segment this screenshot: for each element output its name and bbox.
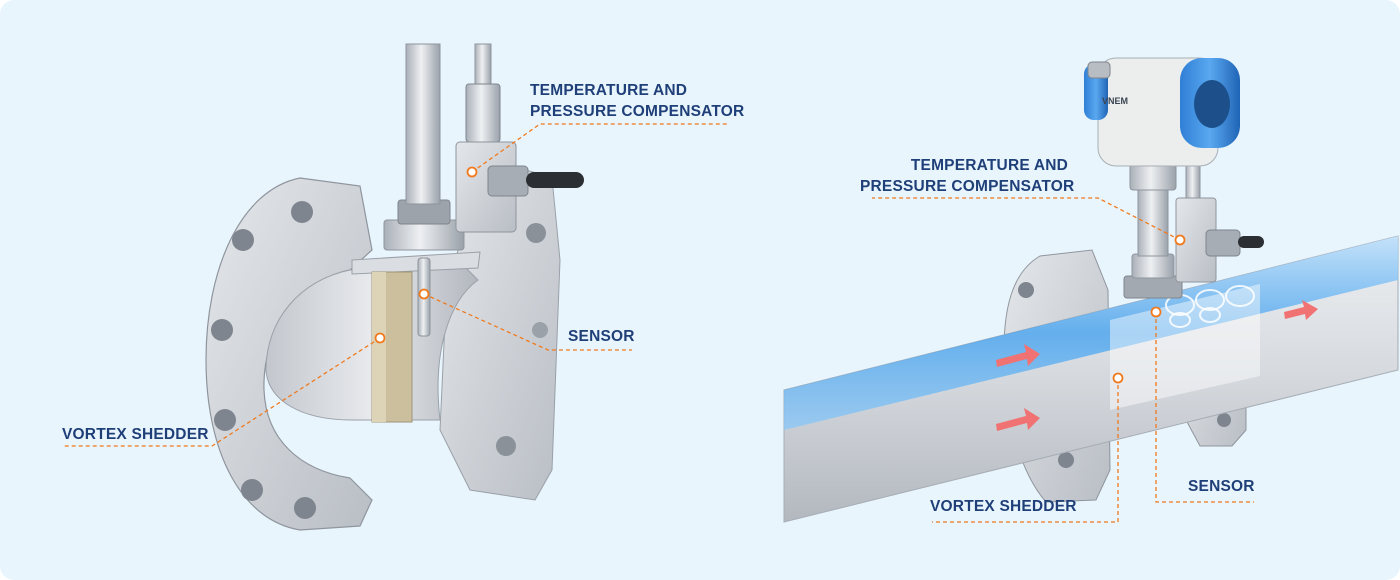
flow-arrow xyxy=(1284,300,1318,320)
left-rear-flange-bolt-hole xyxy=(496,436,516,456)
right-shedder-leader xyxy=(932,378,1119,523)
right-water-flow xyxy=(784,236,1398,430)
left-flange-bolt-hole xyxy=(214,409,236,431)
left-compensator-fitting xyxy=(465,83,501,143)
left-flange-bolt-hole xyxy=(211,319,233,341)
left-compensator-label-line-1: TEMPERATURE AND xyxy=(530,82,688,99)
right-compensator-leader xyxy=(872,197,1181,241)
right-compensator-marker xyxy=(1174,234,1186,246)
left-sensor-leader xyxy=(423,293,632,351)
right-rear-flange-bolt-hole xyxy=(1018,282,1034,298)
right-sensor-marker xyxy=(1150,306,1162,318)
left-compensator-tube xyxy=(474,43,492,85)
left-vortex-shedder-label: VORTEX SHEDDER xyxy=(62,426,209,443)
left-flange-bolt-hole xyxy=(232,229,254,251)
flow-arrow xyxy=(996,408,1040,431)
left-leader-lines xyxy=(64,123,728,447)
left-sensor-label: SENSOR xyxy=(568,328,635,345)
left-compensator-label: TEMPERATURE AND PRESSURE COMPENSATOR xyxy=(530,80,744,122)
left-vortex-shedder-highlight xyxy=(372,272,386,422)
left-rear-flange-bolt-hole xyxy=(526,223,546,243)
right-neck-base xyxy=(1131,253,1175,279)
right-compensator-label-line-2: PRESSURE COMPENSATOR xyxy=(860,178,1075,195)
left-cutaway-meter xyxy=(205,43,584,531)
right-compensator-handle xyxy=(1238,236,1264,248)
left-shedder-marker xyxy=(374,332,386,344)
left-flange-bolt-hole xyxy=(241,479,263,501)
right-leader-markers xyxy=(1112,234,1186,384)
right-front-flange-bolt-hole xyxy=(1217,413,1231,427)
right-transmitter-brand: VNEM xyxy=(1102,96,1128,106)
left-shedder-leader xyxy=(64,337,381,447)
right-transmitter-gland xyxy=(1087,61,1111,79)
left-flange-bolt-hole xyxy=(291,201,313,223)
right-water-flow-lower xyxy=(1110,284,1260,410)
left-cut-face xyxy=(351,251,481,275)
right-compensator-nut xyxy=(1205,229,1241,257)
right-installed-meter xyxy=(783,57,1399,523)
right-leader-lines xyxy=(872,197,1254,523)
right-shedder-marker xyxy=(1112,372,1124,384)
left-vertical-stem xyxy=(405,43,441,205)
left-rear-flange-bolt-hole xyxy=(532,322,548,338)
left-flange-bolt-hole xyxy=(294,497,316,519)
left-compensator-label-line-2: PRESSURE COMPENSATOR xyxy=(530,103,745,120)
right-sensor-label: SENSOR xyxy=(1188,478,1255,495)
left-compensator-side-nut xyxy=(487,165,529,197)
left-leader-markers xyxy=(374,166,478,344)
right-compensator-label-line-1: TEMPERATURE AND xyxy=(910,157,1068,174)
left-sensor-marker xyxy=(418,288,430,300)
right-neck-stem xyxy=(1137,187,1169,257)
left-compensator-handle xyxy=(526,172,584,188)
right-neck-clamp xyxy=(1123,275,1183,299)
right-transmitter-display xyxy=(1194,80,1230,128)
right-sensor-leader xyxy=(1155,312,1254,503)
right-compensator-label: TEMPERATURE AND PRESSURE COMPENSATOR xyxy=(860,155,1075,197)
right-flow-arrows xyxy=(996,300,1318,431)
flow-arrow xyxy=(996,344,1040,367)
left-compensator-marker xyxy=(466,166,478,178)
right-rear-flange-bolt-hole xyxy=(1058,452,1074,468)
right-vortex-shedder-label: VORTEX SHEDDER xyxy=(930,498,1077,515)
